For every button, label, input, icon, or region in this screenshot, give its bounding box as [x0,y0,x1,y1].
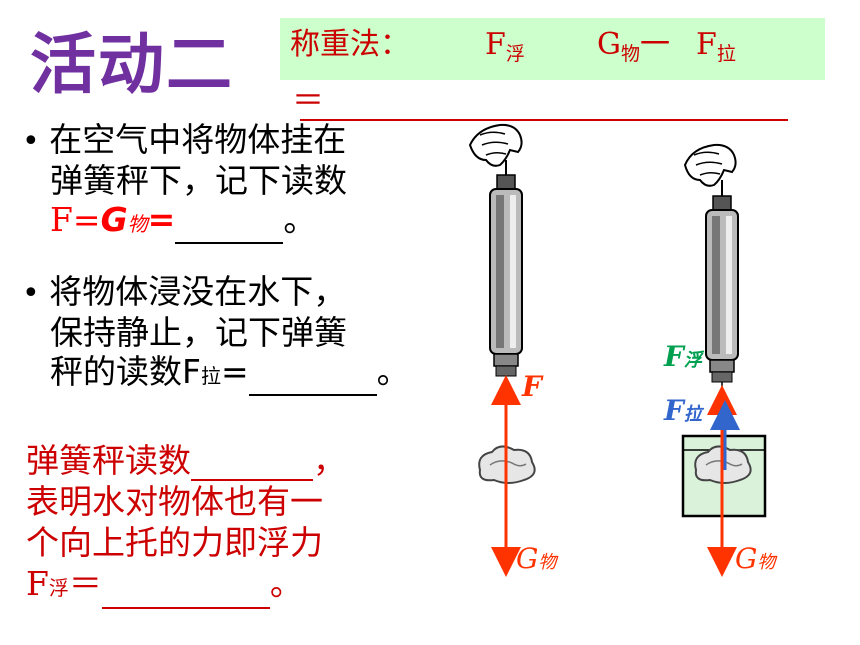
conclusion-blank-1 [191,449,313,481]
conclusion-eq: ＝ [68,564,102,603]
right-label-g: G物 [735,545,775,573]
bullet-2-sub: 拉 [200,364,221,388]
right-label-f-float-symbol: F [664,340,684,373]
bullet-2-end: 。 [376,352,410,391]
bullet-2-line1: 将物体浸没在水下， [49,272,347,311]
bullet-1-blank [175,212,284,244]
conclusion-line3: 个向上托的力即浮力 [26,523,323,562]
conclusion-line2: 表明水对物体也有一 [26,482,323,521]
conclusion-end: 。 [269,564,303,603]
left-label-f: F [522,370,542,403]
bullet-1-g: G [100,200,128,239]
right-label-f-float-sub: 浮 [683,350,702,371]
formula-minus: 一 [639,27,670,62]
page-title: 活动二 [30,26,234,103]
formula-g-obj-symbol: G [597,27,621,62]
conclusion-blank-2 [101,577,270,609]
right-label-f-pull: F拉 [664,397,702,425]
bullet-2-line3: 秤的读数F拉= 。 [22,352,410,396]
bullet-1-end: 。 [283,200,317,239]
conclusion-f: F [26,564,49,603]
bullet-1-eq: = [147,200,176,239]
bullet-2: • 将物体浸没在水下， 保持静止，记下弹簧 秤的读数F拉= 。 [22,272,410,396]
left-label-g-symbol: G [516,542,539,575]
right-label-f-pull-symbol: F [664,394,684,427]
formula-f-float-symbol: F [485,27,506,62]
formula-f-float: F浮 [485,30,525,64]
bullet-1: • 在空气中将物体挂在 弹簧秤下，记下读数 F=G物= 。 [22,120,347,244]
conclusion: 弹簧秤读数 ， 表明水对物体也有一 个向上托的力即浮力 F浮＝ 。 [26,440,346,609]
formula-label: 称重法： [290,27,410,62]
formula-blank-line [300,119,788,121]
right-label-g-sub: 物 [757,552,776,573]
bullet-2-prefix: 秤的读数F [50,352,201,391]
formula-g-obj-sub: 物 [620,43,640,65]
left-hand [468,123,523,167]
formula-f-pull: F拉 [696,30,736,64]
bullet-1-line1: 在空气中将物体挂在 [49,120,347,159]
right-label-g-symbol: G [735,542,758,575]
conclusion-line1-text: 弹簧秤读数 [26,441,191,480]
formula-g-obj: G物一 [597,30,670,64]
bullet-1-g-sub: 物 [127,212,148,236]
bullet-1-line3: F=G物= 。 [22,200,347,244]
formula-f-float-sub: 浮 [505,43,525,65]
conclusion-line1: 弹簧秤读数 ， [26,440,346,481]
formula-f-pull-symbol: F [696,27,717,62]
left-label-g-sub: 物 [538,552,557,573]
formula-box [280,18,825,80]
bullet-2-eq: = [220,352,249,391]
left-label-g: G物 [516,545,556,573]
formula-equals: ＝ [292,81,325,119]
right-label-f-float: F浮 [664,343,702,371]
bullet-dot: • [22,124,50,159]
conclusion-f-sub: 浮 [48,576,69,600]
conclusion-line4: F浮＝ 。 [26,563,346,609]
bullet-1-line2: 弹簧秤下，记下读数 [50,161,347,200]
formula-f-pull-sub: 拉 [716,43,736,65]
conclusion-line1-end: ， [313,441,346,480]
bullet-1-f-prefix: F= [50,200,101,239]
bullet-2-blank [248,364,377,396]
left-spring-scale [468,123,536,484]
bullet-dot: • [22,276,50,311]
right-hand [683,143,737,187]
right-label-f-pull-sub: 拉 [683,404,702,425]
right-spring-scale [681,143,767,518]
bullet-2-line2: 保持静止，记下弹簧 [50,313,347,352]
